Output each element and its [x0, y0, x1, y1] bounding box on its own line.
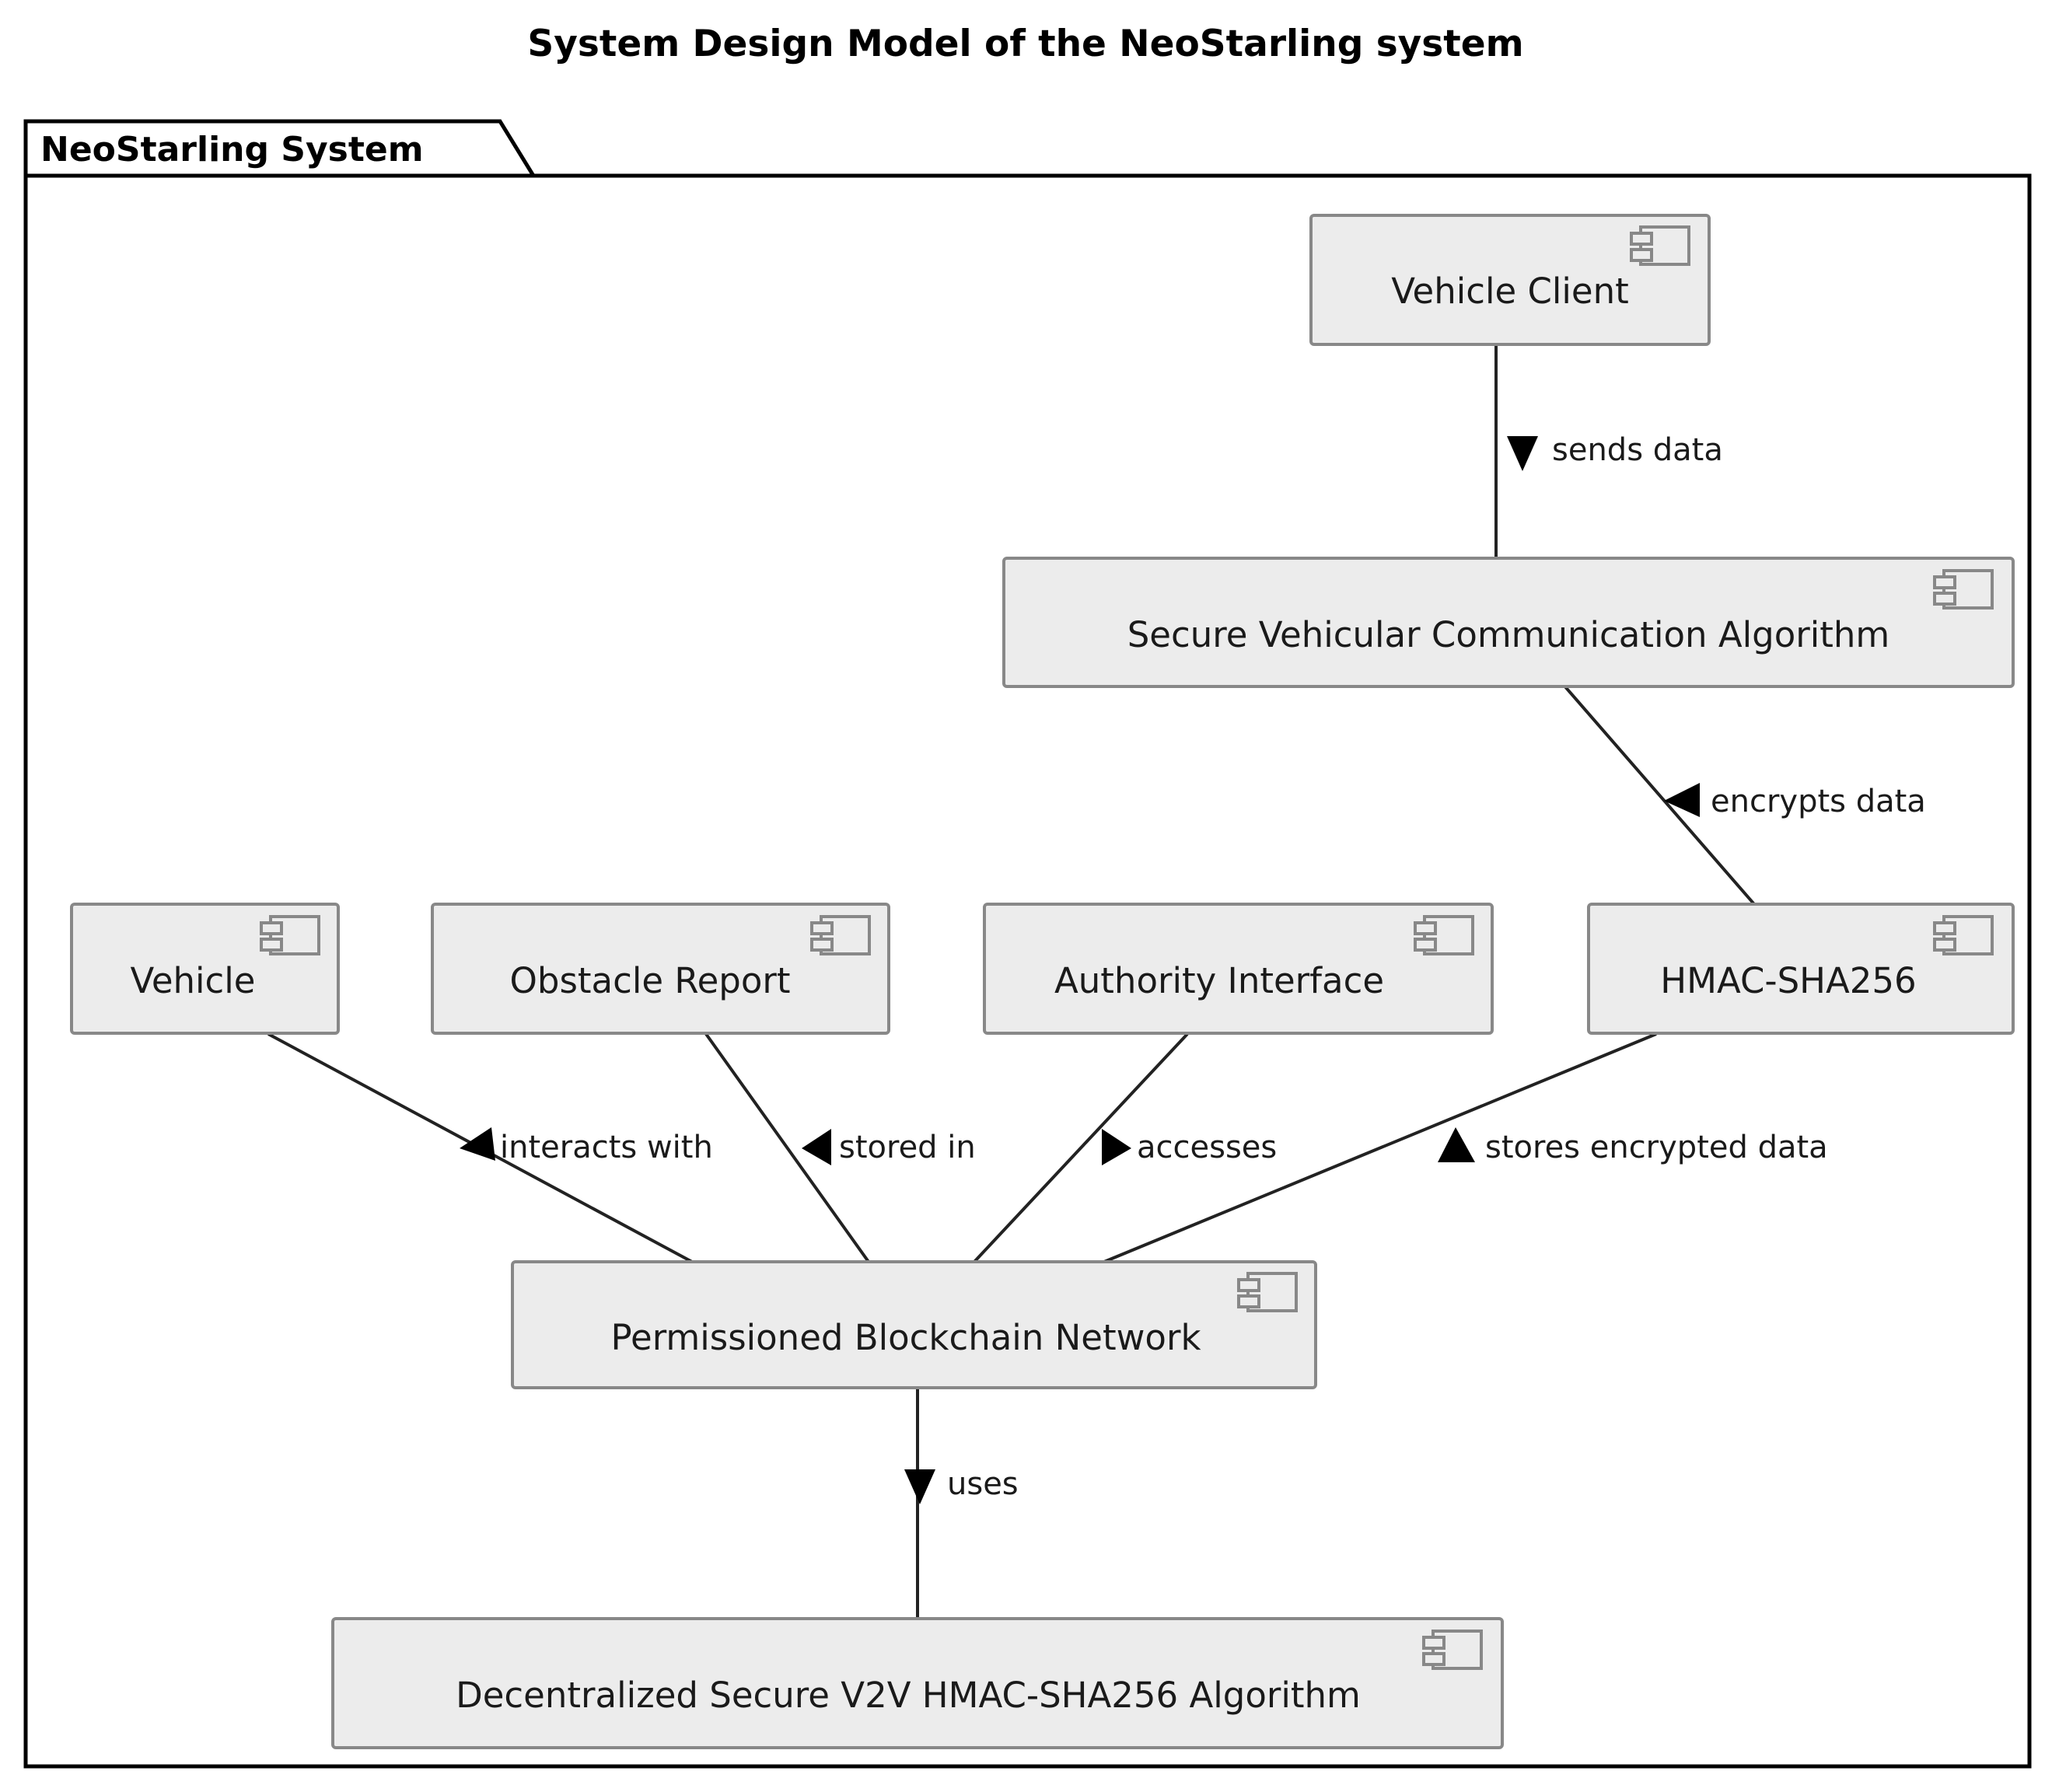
component-label: Vehicle	[131, 960, 256, 1001]
edge-label-text: sends data	[1552, 432, 1723, 468]
component-vehicle-client[interactable]: Vehicle Client	[1309, 214, 1711, 346]
arrow-right-icon	[1102, 1129, 1131, 1165]
uml-component-icon	[1237, 1272, 1298, 1312]
arrow-left-icon	[460, 1127, 495, 1161]
component-box[interactable]	[431, 903, 890, 1035]
component-authority-interface[interactable]: Authority Interface	[983, 903, 1494, 1035]
edge-accesses-line	[973, 1032, 1189, 1263]
edge-label-text: encrypts data	[1711, 784, 1926, 819]
uml-component-icon	[260, 915, 320, 955]
package-tab	[23, 119, 537, 178]
edge-label-text: accesses	[1137, 1130, 1277, 1165]
component-decentralized-secure-v2v-hmac-sha256-algorithm[interactable]: Decentralized Secure V2V HMAC-SHA256 Alg…	[331, 1617, 1504, 1749]
edge-label-sends-data: sends data	[1507, 432, 1723, 471]
edge-label-encrypts-data: encrypts data	[1664, 783, 1926, 819]
edge-label-stores-encrypted-data: stores encrypted data	[1438, 1127, 1828, 1165]
uml-component-icon	[810, 915, 871, 955]
edge-label-interacts-with: interacts with	[460, 1127, 713, 1165]
arrow-down-icon	[1507, 436, 1538, 471]
component-hmac-sha256[interactable]: HMAC-SHA256	[1587, 903, 2015, 1035]
component-label: HMAC-SHA256	[1660, 960, 1916, 1001]
component-permissioned-blockchain-network[interactable]: Permissioned Blockchain Network	[511, 1260, 1317, 1389]
edge-label-accesses: accesses	[1102, 1129, 1277, 1165]
package-neostarling-system: NeoStarling System	[23, 119, 2032, 1769]
arrow-up-icon	[1438, 1127, 1475, 1162]
component-box[interactable]	[331, 1617, 1504, 1749]
component-secure-vehicular-communication-algorithm[interactable]: Secure Vehicular Communication Algorithm	[1002, 557, 2015, 688]
edge-label-text: uses	[947, 1466, 1019, 1502]
component-box[interactable]	[511, 1260, 1317, 1389]
component-label: Secure Vehicular Communication Algorithm	[1127, 614, 1890, 655]
edge-label-text: stores encrypted data	[1485, 1130, 1828, 1165]
uml-component-icon	[1933, 569, 1994, 610]
edge-stored-in-line	[704, 1032, 870, 1263]
component-label: Permissioned Blockchain Network	[610, 1317, 1201, 1358]
component-label: Authority Interface	[1054, 960, 1384, 1001]
edge-stores-encrypted-data-line	[1103, 1032, 1657, 1263]
arrow-left-icon	[802, 1129, 831, 1165]
arrow-down-icon	[904, 1469, 935, 1504]
component-box[interactable]	[1309, 214, 1711, 346]
edge-label-text: stored in	[839, 1130, 976, 1165]
uml-component-icon	[1422, 1630, 1483, 1670]
component-box[interactable]	[983, 903, 1494, 1035]
component-label: Decentralized Secure V2V HMAC-SHA256 Alg…	[456, 1675, 1361, 1716]
component-label: Vehicle Client	[1391, 271, 1629, 312]
component-vehicle[interactable]: Vehicle	[70, 903, 340, 1035]
arrow-left-icon	[1664, 783, 1700, 817]
edge-encrypts-data-line	[1561, 683, 1756, 906]
edge-label-stored-in: stored in	[802, 1129, 976, 1165]
page-title: System Design Model of the NeoStarling s…	[527, 23, 1523, 65]
edge-label-text: interacts with	[500, 1130, 713, 1165]
uml-component-icon	[1933, 915, 1994, 955]
component-box[interactable]	[1587, 903, 2015, 1035]
component-label: Obstacle Report	[509, 960, 790, 1001]
uml-component-icon	[1414, 915, 1474, 955]
package-body	[23, 173, 2032, 1769]
uml-component-icon	[1630, 225, 1690, 266]
connector-lines	[267, 344, 1756, 1619]
edge-label-uses: uses	[904, 1466, 1019, 1504]
component-box[interactable]	[1002, 557, 2015, 688]
package-title-label: NeoStarling System	[40, 130, 424, 169]
component-obstacle-report[interactable]: Obstacle Report	[431, 903, 890, 1035]
